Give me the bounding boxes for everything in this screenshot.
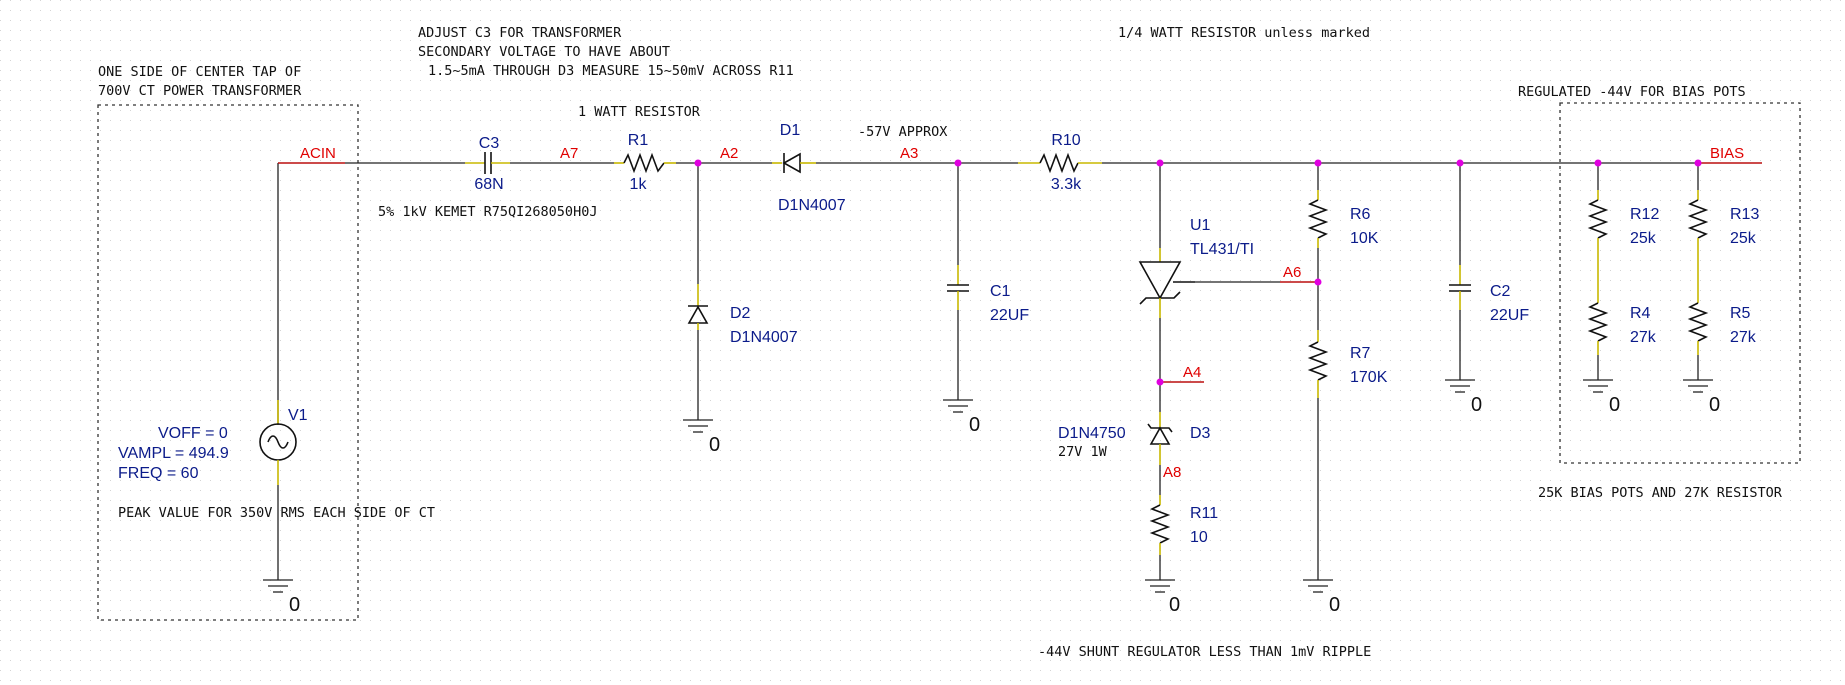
resistor-r12[interactable] <box>1587 190 1609 298</box>
net-label-a4: A4 <box>1183 364 1201 381</box>
net-label-a8: A8 <box>1163 464 1181 481</box>
ground-d2 <box>683 419 713 433</box>
note-adjust-3: 1.5~5mA THROUGH D3 MEASURE 15~50mV ACROS… <box>428 63 794 79</box>
v1-freq: FREQ = 60 <box>118 465 199 482</box>
diode-d2[interactable] <box>687 284 709 330</box>
net-label-a7: A7 <box>560 145 578 162</box>
v1-voff: VOFF = 0 <box>158 425 228 442</box>
net-label-a2: A2 <box>720 145 738 162</box>
note-quarter-watt: 1/4 WATT RESISTOR unless marked <box>1118 25 1370 41</box>
resistor-r7[interactable] <box>1307 330 1329 398</box>
note-bias-pots: 25K BIAS POTS AND 27K RESISTOR <box>1538 485 1783 501</box>
ground-label-c1: 0 <box>969 414 980 436</box>
ground-label-r7: 0 <box>1329 594 1340 616</box>
transformer-box <box>97 104 359 621</box>
r7-ref: R7 <box>1350 345 1371 362</box>
r4-value: 27k <box>1630 329 1657 346</box>
diode-d1[interactable] <box>772 152 816 174</box>
r6-value: 10K <box>1350 230 1379 247</box>
c1-ref: C1 <box>990 283 1011 300</box>
ground-label-r5: 0 <box>1709 394 1720 416</box>
ground-label-c2: 0 <box>1471 394 1482 416</box>
r10-ref: R10 <box>1051 132 1080 149</box>
r4-ref: R4 <box>1630 305 1651 322</box>
resistor-r13[interactable] <box>1687 190 1709 298</box>
note-one-side-2: 700V CT POWER TRANSFORMER <box>98 83 302 99</box>
note-shunt: -44V SHUNT REGULATOR LESS THAN 1mV RIPPL… <box>1038 644 1371 660</box>
r11-value: 10 <box>1190 529 1208 546</box>
resistor-r10[interactable] <box>1018 152 1102 174</box>
ground-r4 <box>1583 379 1613 393</box>
c2-ref: C2 <box>1490 283 1511 300</box>
bias-pots-box <box>1559 102 1801 464</box>
ground-symbols <box>263 379 1713 593</box>
d1-ref: D1 <box>780 122 801 139</box>
ground-v1 <box>263 579 293 593</box>
capacitor-c2[interactable] <box>1449 265 1471 310</box>
c3-ref: C3 <box>479 135 500 152</box>
note-peak: PEAK VALUE FOR 350V RMS EACH SIDE OF CT <box>118 505 435 521</box>
ground-r7 <box>1303 579 1333 593</box>
capacitor-c3[interactable] <box>465 152 510 174</box>
c3-value: 68N <box>474 176 503 193</box>
zener-diode-d3[interactable] <box>1147 412 1173 465</box>
v1-ref: V1 <box>288 407 308 424</box>
r13-ref: R13 <box>1730 206 1759 223</box>
note-regulated: REGULATED -44V FOR BIAS POTS <box>1518 84 1746 100</box>
d2-value: D1N4007 <box>730 329 798 346</box>
resistor-r1[interactable] <box>614 152 676 174</box>
r1-ref: R1 <box>628 132 649 149</box>
net-stubs <box>278 162 1762 383</box>
ground-label-v1: 0 <box>289 594 300 616</box>
note-one-side-1: ONE SIDE OF CENTER TAP OF <box>98 64 301 80</box>
net-label-bias: BIAS <box>1710 145 1744 162</box>
d3-value: D1N4750 <box>1058 425 1126 442</box>
resistor-r6[interactable] <box>1307 190 1329 248</box>
r11-ref: R11 <box>1190 505 1218 522</box>
note-one-watt: 1 WATT RESISTOR <box>578 104 701 120</box>
resistor-r5[interactable] <box>1687 298 1709 355</box>
junction-dots <box>694 159 1702 386</box>
ground-label-r11: 0 <box>1169 594 1180 616</box>
resistor-r4[interactable] <box>1587 298 1609 355</box>
ground-label-d2: 0 <box>709 434 720 456</box>
note-kemet: 5% 1kV KEMET R75QI268050H0J <box>378 204 597 220</box>
c1-value: 22UF <box>990 307 1029 324</box>
d3-rating: 27V 1W <box>1058 444 1108 460</box>
v1-vampl: VAMPL = 494.9 <box>118 445 229 462</box>
u1-value: TL431/TI <box>1190 241 1254 258</box>
note-approx: -57V APPROX <box>858 124 947 140</box>
shunt-regulator-u1[interactable] <box>1138 248 1195 318</box>
ground-r5 <box>1683 379 1713 393</box>
r1-value: 1k <box>630 176 648 193</box>
note-adjust-2: SECONDARY VOLTAGE TO HAVE ABOUT <box>418 44 670 60</box>
net-label-acin: ACIN <box>300 145 336 162</box>
note-adjust-1: ADJUST C3 FOR TRANSFORMER <box>418 25 622 41</box>
net-label-a3: A3 <box>900 145 918 162</box>
voltage-source-v1[interactable] <box>259 400 297 580</box>
r5-ref: R5 <box>1730 305 1751 322</box>
r12-ref: R12 <box>1630 206 1659 223</box>
ground-c2 <box>1445 379 1475 393</box>
d1-value: D1N4007 <box>778 197 846 214</box>
d3-ref: D3 <box>1190 425 1211 442</box>
resistor-r11[interactable] <box>1149 495 1171 555</box>
ground-label-r4: 0 <box>1609 394 1620 416</box>
r6-ref: R6 <box>1350 206 1371 223</box>
capacitor-c1[interactable] <box>947 265 969 310</box>
r5-value: 27k <box>1730 329 1757 346</box>
r12-value: 25k <box>1630 230 1657 247</box>
d2-ref: D2 <box>730 305 751 322</box>
r7-value: 170K <box>1350 369 1388 386</box>
u1-ref: U1 <box>1190 217 1211 234</box>
c2-value: 22UF <box>1490 307 1529 324</box>
ground-c1 <box>943 399 973 413</box>
ground-r11 <box>1145 579 1175 593</box>
r13-value: 25k <box>1730 230 1757 247</box>
net-label-a6: A6 <box>1283 264 1301 281</box>
r10-value: 3.3k <box>1051 176 1082 193</box>
